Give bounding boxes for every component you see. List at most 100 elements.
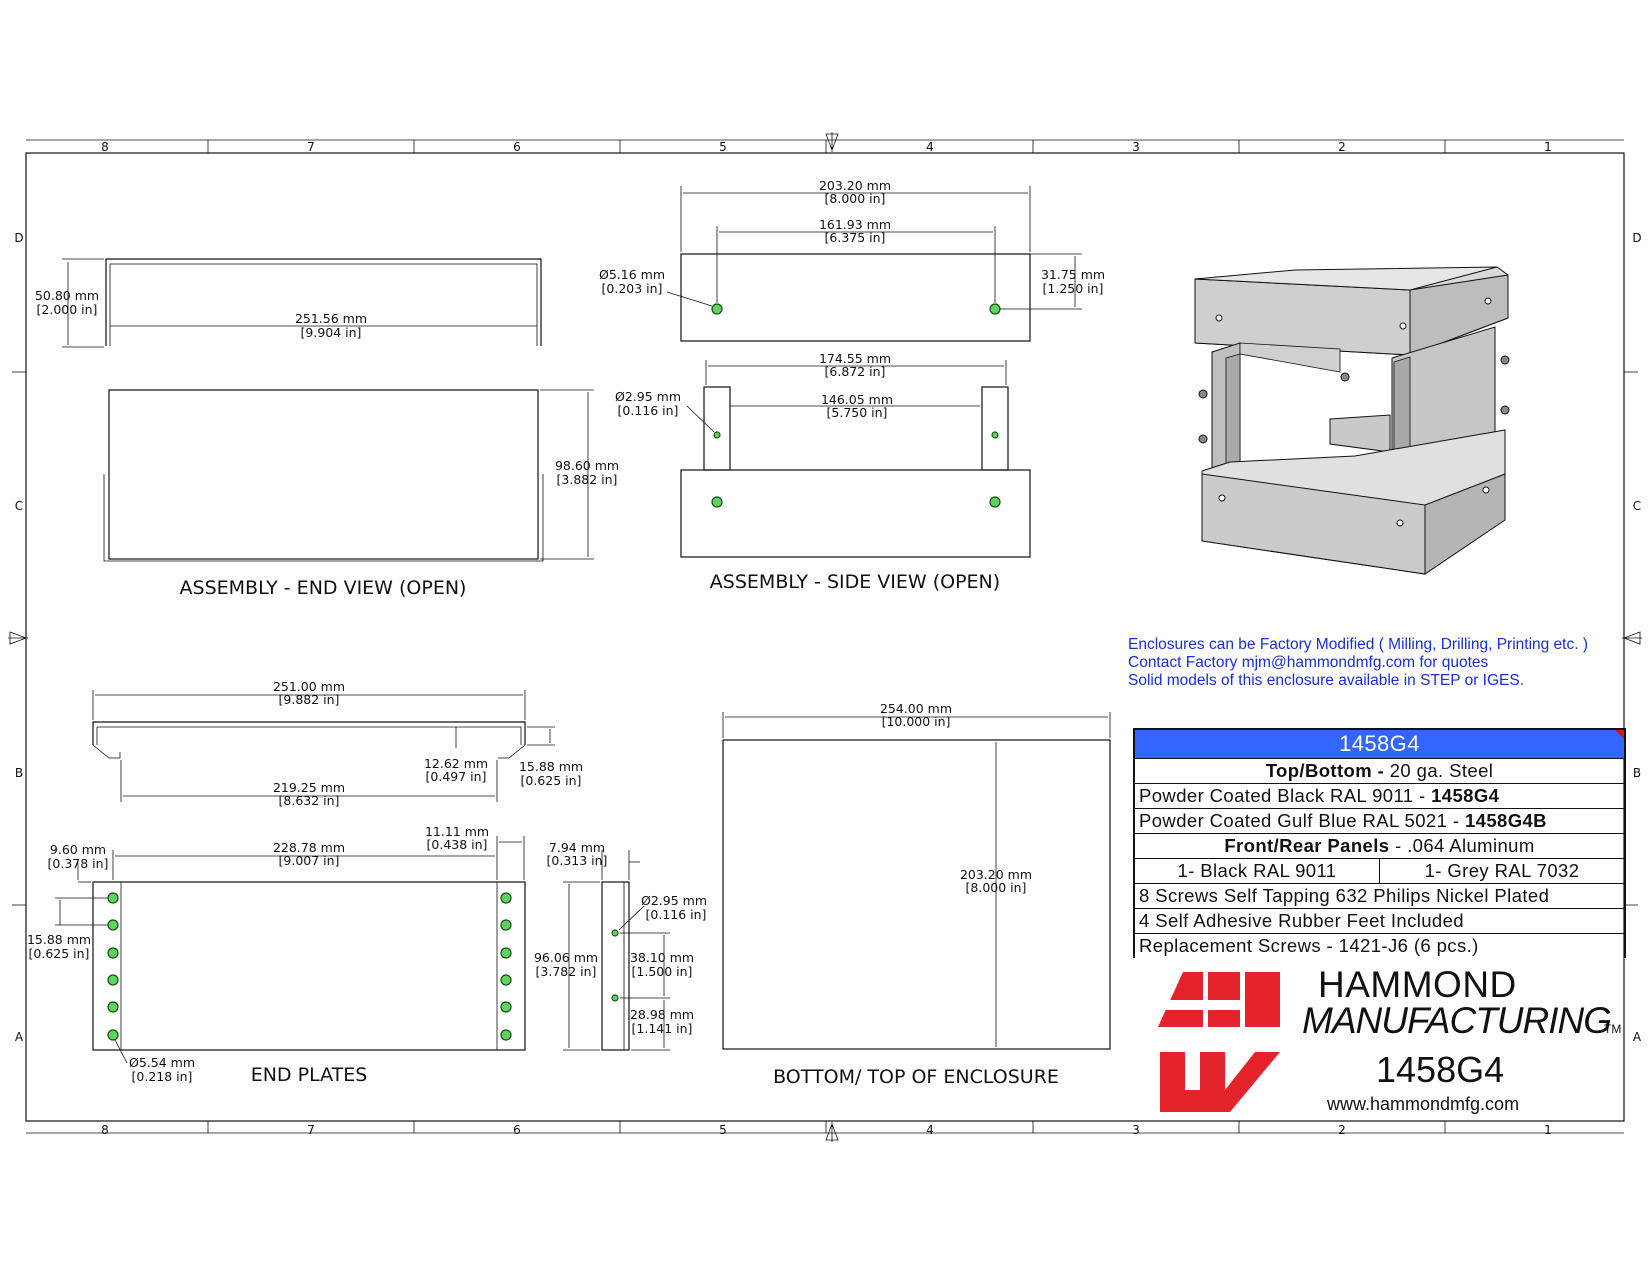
dim-plate-hole-pitch-mm: 15.88 mm: [27, 932, 91, 947]
dim-plate-inner-mm: 219.25 mm: [273, 780, 345, 795]
zone-row-b-right: B: [1633, 766, 1641, 780]
spec-top-bottom-value: 20 ga. Steel: [1384, 760, 1494, 781]
spec-screws: 8 Screws Self Tapping 632 Philips Nickel…: [1135, 884, 1624, 909]
dim-side-hole-spacing-in: [6.375 in]: [825, 230, 886, 245]
spec-blue-part: 1458G4B: [1464, 810, 1547, 831]
dim-plate-side-height-in: [3.782 in]: [536, 964, 597, 979]
zone-row-a: A: [15, 1030, 24, 1044]
dim-side-panel-inner-in: [5.750 in]: [827, 405, 888, 420]
zone-labels-rows: D C B A D C B A: [14, 231, 1642, 1044]
note-line-1: Enclosures can be Factory Modified ( Mil…: [1128, 636, 1589, 653]
zone-labels-top: 8 7 6 5 4 3 2 1: [101, 140, 1552, 154]
centering-marks: [8, 132, 1642, 1142]
dim-plate-hole-span-in: [9.007 in]: [279, 853, 340, 868]
spec-replacement: Replacement Screws - 1421-J6 (6 pcs.): [1139, 935, 1479, 956]
zone-col-6-bottom: 6: [513, 1123, 521, 1137]
zone-col-3: 3: [1132, 140, 1140, 154]
dim-side-hole-spacing-mm: 161.93 mm: [819, 217, 891, 232]
dim-plate-flange-width-in: [0.438 in]: [427, 837, 488, 852]
dim-plate-side-hole-in: [0.116 in]: [646, 907, 707, 922]
dim-side-panel-inner-mm: 146.05 mm: [821, 392, 893, 407]
dim-side-width-mm: 203.20 mm: [819, 178, 891, 193]
dim-plate-side-bottom-in: [1.141 in]: [632, 1021, 693, 1036]
dim-plate-hole-span-mm: 228.78 mm: [273, 840, 345, 855]
logo-trademark: TM: [1604, 1022, 1622, 1036]
dim-plate-length-mm: 251.00 mm: [273, 679, 345, 694]
zone-col-5: 5: [719, 140, 727, 154]
end-plates-title: END PLATES: [251, 1064, 368, 1086]
end-plates-view: 251.00 mm [9.882 in] 12.62 mm [0.497 in]…: [27, 679, 707, 1086]
zone-col-5-bottom: 5: [719, 1123, 727, 1137]
spec-panels-value: - .064 Aluminum: [1389, 835, 1535, 856]
dim-bottom-length-in: [10.000 in]: [882, 714, 951, 729]
logo-line-1: HAMMOND: [1318, 964, 1517, 1005]
zone-col-6: 6: [513, 140, 521, 154]
note-line-2: Contact Factory mjm@hammondmfg.com for q…: [1128, 654, 1489, 671]
zone-col-8: 8: [101, 140, 109, 154]
dim-side-hole-dia-in: [0.203 in]: [602, 281, 663, 296]
spec-panel-colors: 1- Black RAL 9011 1- Grey RAL 7032: [1135, 859, 1624, 884]
hammond-logo-icon: [1158, 972, 1280, 1112]
dim-end-height-in: [2.000 in]: [37, 302, 98, 317]
dim-plate-height-mm: 15.88 mm: [519, 759, 583, 774]
spec-table: 1458G4 Top/Bottom - 20 ga. Steel Powder …: [1133, 728, 1626, 958]
bottom-view: 254.00 mm [10.000 in] 203.20 mm [8.000 i…: [722, 701, 1111, 1088]
sheet-border: [25, 152, 1625, 1122]
end-view: 50.80 mm [2.000 in] 251.56 mm [9.904 in]…: [35, 258, 619, 599]
dim-side-width-in: [8.000 in]: [825, 191, 886, 206]
dim-plate-flange-width-mm: 11.11 mm: [425, 824, 489, 839]
zone-col-4-bottom: 4: [926, 1123, 934, 1137]
dim-plate-hole-pitch-in: [0.625 in]: [29, 946, 90, 961]
logo-part-number: 1458G4: [1376, 1049, 1505, 1090]
side-view-title: ASSEMBLY - SIDE VIEW (OPEN): [710, 571, 1000, 593]
dim-plate-height-in: [0.625 in]: [521, 773, 582, 788]
spec-panel-black: 1- Black RAL 9011: [1135, 859, 1380, 883]
zone-row-d: D: [14, 231, 23, 245]
dim-plate-inner-in: [8.632 in]: [279, 793, 340, 808]
dim-end-height-mm: 50.80 mm: [35, 288, 99, 303]
spec-panels: Front/Rear Panels - .064 Aluminum: [1135, 834, 1624, 859]
dim-bottom-length-mm: 254.00 mm: [880, 701, 952, 716]
zone-col-1-bottom: 1: [1544, 1123, 1552, 1137]
spec-header-part: 1458G4: [1339, 731, 1420, 756]
spec-feet: 4 Self Adhesive Rubber Feet Included: [1135, 909, 1624, 934]
logo-website: www.hammondmfg.com: [1327, 1094, 1520, 1114]
end-view-title: ASSEMBLY - END VIEW (OPEN): [180, 577, 467, 599]
dim-plate-thickness-in: [0.313 in]: [547, 853, 608, 868]
spec-blue-option: Powder Coated Gulf Blue RAL 5021 - 1458G…: [1135, 809, 1624, 834]
dim-plate-edge-mm: 9.60 mm: [50, 842, 106, 857]
zone-col-7-bottom: 7: [307, 1123, 315, 1137]
zone-col-7: 7: [307, 140, 315, 154]
dim-side-small-hole-in: [0.116 in]: [618, 403, 679, 418]
dim-end-depth-in: [3.882 in]: [557, 472, 618, 487]
dim-plate-hole-dia-mm: Ø5.54 mm: [129, 1055, 195, 1070]
spec-black-option: Powder Coated Black RAL 9011 - 1458G4: [1135, 784, 1624, 809]
dim-side-panel-width-mm: 174.55 mm: [819, 351, 891, 366]
dim-plate-flange-in: [0.497 in]: [426, 769, 487, 784]
dim-bottom-width-in: [8.000 in]: [966, 880, 1027, 895]
dim-plate-flange-mm: 12.62 mm: [424, 756, 488, 771]
spec-top-bottom-label: Top/Bottom -: [1265, 760, 1385, 781]
dim-side-hole-height-mm: 31.75 mm: [1041, 267, 1105, 282]
side-view: 203.20 mm [8.000 in] 161.93 mm [6.375 in…: [599, 178, 1105, 593]
dim-end-width-in: [9.904 in]: [301, 325, 362, 340]
spec-header: 1458G4: [1135, 728, 1624, 759]
spec-panel-grey: 1- Grey RAL 7032: [1424, 860, 1580, 881]
dim-plate-side-spacing-in: [1.500 in]: [632, 964, 693, 979]
zone-col-4: 4: [926, 140, 934, 154]
zone-row-b: B: [15, 766, 23, 780]
factory-notes: Enclosures can be Factory Modified ( Mil…: [1128, 636, 1628, 690]
dim-bottom-width-mm: 203.20 mm: [960, 867, 1032, 882]
zone-row-d-right: D: [1632, 231, 1641, 245]
isometric-view: [1194, 266, 1510, 575]
dim-plate-side-height-mm: 96.06 mm: [534, 950, 598, 965]
zone-col-8-bottom: 8: [101, 1123, 109, 1137]
dim-side-panel-width-in: [6.872 in]: [825, 364, 886, 379]
zone-col-2-bottom: 2: [1338, 1123, 1346, 1137]
zone-col-3-bottom: 3: [1132, 1123, 1140, 1137]
dim-plate-thickness-mm: 7.94 mm: [549, 840, 605, 855]
zone-row-c-right: C: [1633, 499, 1641, 513]
logo-line-2: MANUFACTURING: [1302, 1000, 1612, 1041]
spec-top-bottom: Top/Bottom - 20 ga. Steel: [1135, 759, 1624, 784]
